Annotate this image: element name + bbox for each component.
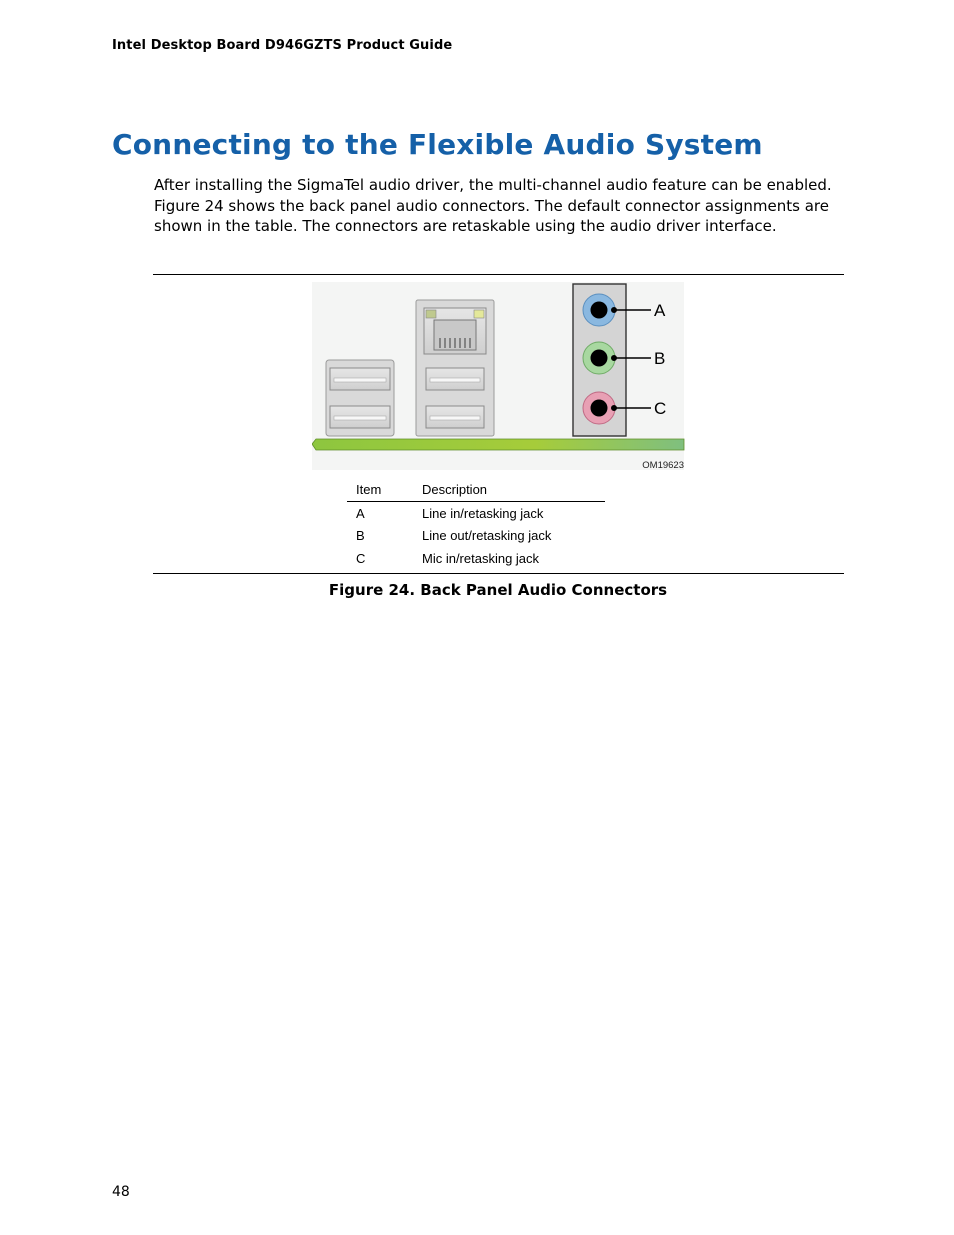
callout-leaders (610, 306, 651, 412)
jack-b (582, 341, 616, 375)
audio-jack-bracket (572, 283, 627, 437)
item-cell: C (356, 550, 366, 566)
jack-c (582, 391, 616, 425)
board-edge (312, 438, 685, 451)
lan-usb-stack (415, 299, 495, 437)
figure-top-rule (153, 274, 844, 275)
body-paragraph: After installing the SigmaTel audio driv… (154, 176, 832, 235)
back-panel-illustration: A B C OM19623 (312, 282, 685, 471)
page-number: 48 (112, 1184, 130, 1200)
figure-caption: Figure 24. Back Panel Audio Connectors (328, 581, 668, 599)
item-cell: B (356, 528, 365, 544)
figure-bottom-rule (153, 573, 844, 574)
jack-a (582, 293, 616, 327)
callout-c: C (654, 399, 666, 418)
connector-legend-table: Item Description A Line in/retasking jac… (347, 480, 605, 570)
item-cell: A (356, 505, 365, 521)
running-header: Intel Desktop Board D946GZTS Product Gui… (112, 38, 453, 53)
callout-a: A (654, 301, 666, 320)
description-cell: Line out/retasking jack (422, 528, 552, 544)
usb-stack-left (325, 359, 395, 437)
callout-b: B (654, 349, 665, 368)
column-header-description: Description (422, 480, 605, 502)
table-row: A Line in/retasking jack (347, 502, 605, 525)
table-row: B Line out/retasking jack (347, 525, 605, 548)
description-cell: Line in/retasking jack (422, 505, 544, 521)
section-title: Connecting to the Flexible Audio System (112, 128, 763, 161)
drawing-id: OM19623 (642, 460, 684, 471)
column-header-item: Item (347, 480, 422, 502)
description-cell: Mic in/retasking jack (422, 550, 540, 566)
table-row: C Mic in/retasking jack (347, 547, 605, 570)
